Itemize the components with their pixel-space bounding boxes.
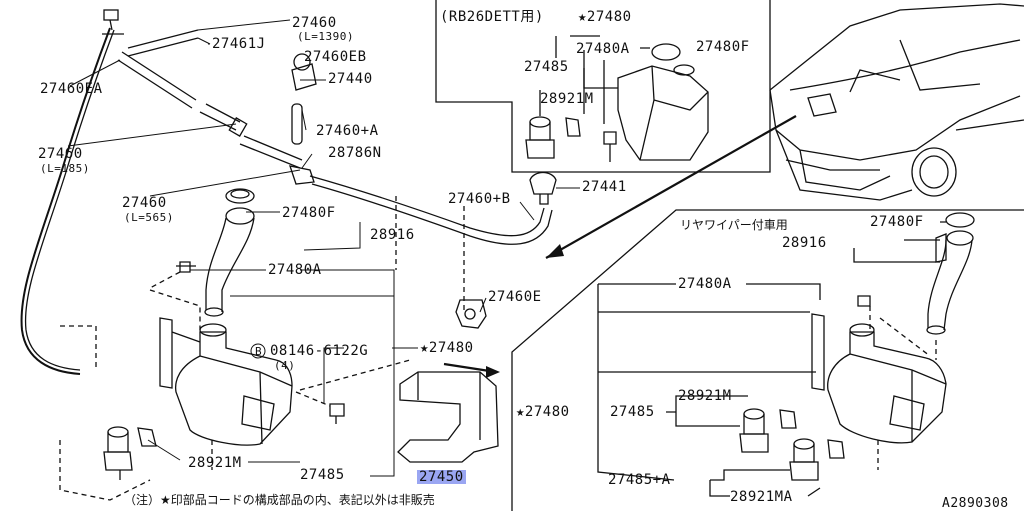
label-27460-low: 27460 (122, 195, 167, 211)
label-28786N: 28786N (328, 145, 382, 161)
label-27480A: 27480A (268, 262, 322, 278)
label-27460-top-length: (L=1390) (297, 30, 354, 43)
label-27460E: 27460E (488, 289, 542, 305)
label-27460-mid-length: (L=185) (40, 162, 90, 175)
label-27460A: 27460+A (316, 123, 379, 139)
washer-nozzle-27441 (529, 171, 557, 205)
label-27441: 27441 (582, 179, 627, 195)
label-27485: 27485 (300, 467, 345, 483)
label-27450-highlighted[interactable]: 27450 (417, 469, 466, 485)
inset-rear-28921MA: 28921MA (730, 489, 793, 505)
diagram-code: A2890308 (942, 496, 1009, 511)
footnote: （注）★印部品コードの構成部品の内、表記以外は非販売 (124, 493, 435, 507)
inset-rb26dett (435, 0, 771, 173)
bolt-circle-marker (250, 343, 266, 359)
tank-bracket-27450 (397, 371, 499, 463)
label-27460EA: 27460EA (40, 81, 103, 97)
callout-arrow-to-main (545, 115, 797, 259)
washer-pump-main (103, 426, 157, 480)
inset-rb26-27480F: 27480F (696, 39, 750, 55)
label-27460-low-length: (L=565) (124, 211, 174, 224)
label-27440: 27440 (328, 71, 373, 87)
inset-rb26-28921M: 28921M (540, 91, 594, 107)
washer-tank-main (149, 188, 411, 470)
inset-rear-28916: 28916 (782, 235, 827, 251)
hose-clip-27460E (455, 299, 487, 329)
label-08146-qty: (4) (274, 359, 296, 372)
label-08146: 08146-6122G (270, 343, 369, 359)
label-27460-top: 27460 (292, 15, 337, 31)
hose-assembly (20, 9, 553, 501)
inset-rear-27485: 27485 (610, 404, 655, 420)
label-27460EB: 27460EB (304, 49, 367, 65)
inset-rear-27485A: 27485+A (608, 472, 671, 488)
bolt-circle-letter: B (255, 345, 263, 358)
label-27461J: 27461J (212, 36, 266, 52)
label-star-27480: ★27480 (420, 340, 474, 356)
label-27480F: 27480F (282, 205, 336, 221)
inset-rb26-title: (RB26DETT用) (440, 9, 544, 25)
inset-rear-28921M: 28921M (678, 388, 732, 404)
inset-rear-27480F: 27480F (870, 214, 924, 230)
inset-rear-27480A: 27480A (678, 276, 732, 292)
vehicle-front-view (769, 3, 1024, 201)
label-27460B: 27460+B (448, 191, 511, 207)
inset-rear-wiper (511, 209, 1024, 511)
inset-rb26-27485: 27485 (524, 59, 569, 75)
inset-rb26-star27480: ★27480 (578, 9, 632, 25)
label-27460-mid: 27460 (38, 146, 83, 162)
inset-rb26-27480A: 27480A (576, 41, 630, 57)
label-28921M: 28921M (188, 455, 242, 471)
label-28916: 28916 (370, 227, 415, 243)
inset-rear-title: リヤワイパー付車用 (680, 218, 788, 232)
inset-rear-star27480: ★27480 (516, 404, 570, 420)
